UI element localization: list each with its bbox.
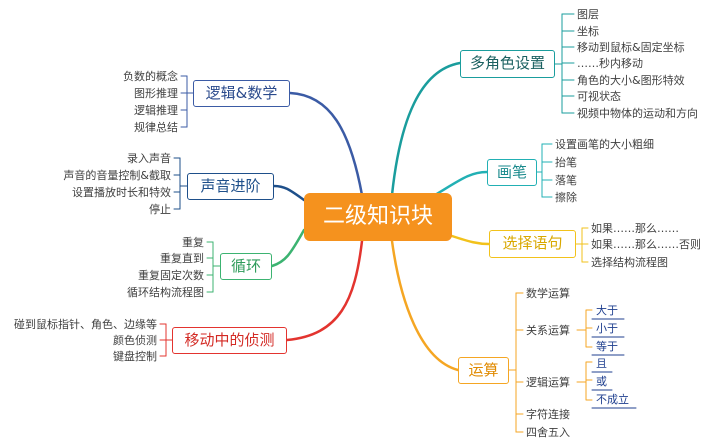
leaf-logic-math-2: 图形推理	[134, 87, 178, 100]
leaf-sound-1: 录入声音	[127, 152, 171, 165]
leaf-greater-than: 大于	[596, 304, 618, 317]
leaf-detect-1: 碰到鼠标指针、角色、边缘等	[14, 318, 157, 331]
leaf-round: 四舍五入	[526, 426, 570, 439]
connector-pen	[433, 170, 489, 197]
leaf-detect-2: 颜色侦测	[113, 334, 157, 347]
leaf-multi-role-3: 移动到鼠标&固定坐标	[577, 41, 685, 54]
branch-pen[interactable]: 画笔	[487, 159, 537, 186]
leaf-detect-3: 键盘控制	[113, 350, 157, 363]
leaf-less-than: 小于	[596, 322, 618, 335]
leaf-loop-3: 重复固定次数	[138, 269, 204, 282]
leaf-multi-role-6: 可视状态	[577, 90, 621, 103]
leaf-equal-to: 等于	[596, 340, 618, 353]
leaf-logic-math-3: 逻辑推理	[134, 104, 178, 117]
branch-selection[interactable]: 选择语句	[489, 230, 576, 258]
connector-sound	[272, 184, 306, 202]
leaf-sound-4: 停止	[149, 203, 171, 216]
leaf-loop-4: 循环结构流程图	[127, 286, 204, 299]
leaf-loop-2: 重复直到	[160, 252, 204, 265]
central-topic[interactable]: 二级知识块	[304, 193, 452, 241]
leaf-math-ops: 数学运算	[526, 287, 570, 300]
leaf-multi-role-2: 坐标	[577, 25, 599, 38]
leaf-concat: 字符连接	[526, 408, 570, 421]
branch-logic-math[interactable]: 逻辑&数学	[193, 80, 290, 107]
leaf-relational-ops: 关系运算	[526, 324, 570, 337]
branch-detect[interactable]: 移动中的侦测	[172, 327, 287, 354]
leaf-logical-ops: 逻辑运算	[526, 376, 570, 389]
branch-operations[interactable]: 运算	[458, 357, 509, 384]
leaf-sound-2: 声音的音量控制&截取	[63, 169, 171, 182]
connector-detect	[285, 239, 364, 342]
leaf-selection-2: 如果……那么……否则	[591, 238, 701, 251]
leaf-pen-1: 设置画笔的大小粗细	[555, 138, 654, 151]
leaf-multi-role-1: 图层	[577, 8, 599, 21]
leaf-or: 或	[596, 375, 607, 388]
branch-sound[interactable]: 声音进阶	[187, 173, 274, 200]
leaf-logic-math-1: 负数的概念	[123, 70, 178, 83]
connector-selection	[450, 234, 491, 246]
connector-multi-role	[390, 61, 462, 197]
connector-logic-math	[288, 91, 364, 197]
branch-multi-role[interactable]: 多角色设置	[460, 50, 555, 78]
leaf-pen-3: 落笔	[555, 174, 577, 187]
leaf-multi-role-5: 角色的大小&图形特效	[577, 74, 685, 87]
leaf-sound-3: 设置播放时长和特效	[72, 186, 171, 199]
leaf-multi-role-4: ……秒内移动	[577, 57, 643, 70]
leaf-selection-1: 如果……那么……	[591, 222, 679, 235]
leaf-pen-2: 抬笔	[555, 156, 577, 169]
leaf-and: 且	[596, 357, 607, 370]
connector-loop	[270, 228, 306, 268]
leaf-loop-1: 重复	[182, 236, 204, 249]
leaf-pen-4: 擦除	[555, 191, 577, 204]
leaf-multi-role-7: 视频中物体的运动和方向	[577, 107, 698, 120]
connector-operations	[390, 239, 460, 372]
branch-loop[interactable]: 循环	[220, 253, 272, 280]
leaf-selection-3: 选择结构流程图	[591, 256, 668, 269]
leaf-logic-math-4: 规律总结	[134, 121, 178, 134]
leaf-not: 不成立	[596, 393, 629, 406]
